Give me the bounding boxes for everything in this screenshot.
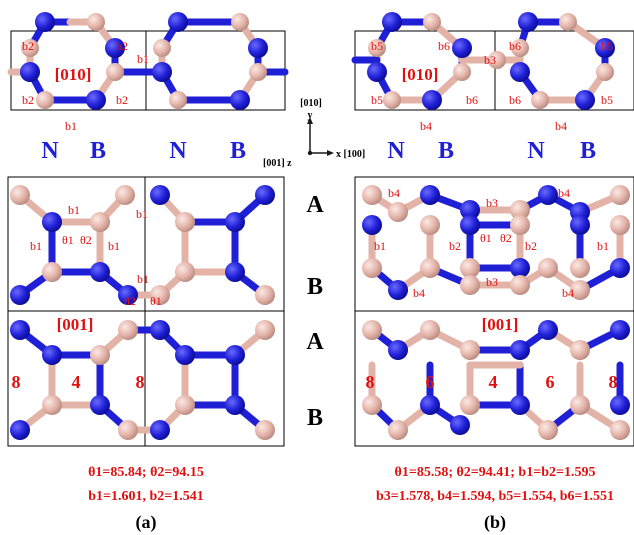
- bond-label: b5: [371, 93, 383, 107]
- bond-label: b4: [388, 186, 400, 200]
- stacking-label: A: [306, 192, 324, 218]
- bond-label: b1: [68, 203, 80, 217]
- bond-label: b2: [22, 39, 34, 53]
- bond-label: b2: [525, 239, 537, 253]
- axis-triad: [010] y x [100] [001] z: [263, 98, 365, 169]
- bond-label: b3: [486, 275, 498, 289]
- bond-label: b1: [30, 239, 42, 253]
- bond-label: b2: [22, 93, 34, 107]
- species-label-b: B: [230, 138, 246, 164]
- species-label-b: B: [438, 138, 454, 164]
- panel-a-bottom: [001] b1 b1 b1 b1 b1 θ1 θ2 θ2 θ1 8 4 8: [7, 176, 285, 447]
- bond-label: b1: [137, 52, 149, 66]
- species-label-n: N: [169, 138, 187, 164]
- ring-label: 6: [546, 372, 555, 392]
- bond-label: b2: [116, 93, 128, 107]
- panel-b-bottom: [001] b4 b3 b4 b1 b2 b2 b1 b4 b3 b4 θ1 θ…: [354, 176, 634, 447]
- species-label-n: N: [41, 138, 59, 164]
- bond-label: b6: [438, 39, 450, 53]
- cell-label-b-010: [010]: [402, 65, 439, 84]
- bond-label: b1: [65, 119, 77, 133]
- bond-label: b4: [555, 119, 567, 133]
- caption-b-line1: θ1=85.58; θ2=94.41; b1=b2=1.595: [395, 465, 596, 480]
- panel-label-b: (b): [484, 512, 506, 533]
- ring-label: 8: [136, 372, 145, 392]
- angle-label: θ1: [480, 231, 492, 245]
- angle-label: θ1: [62, 233, 74, 247]
- caption-b-line2: b3=1.578, b4=1.594, b5=1.554, b6=1.551: [376, 489, 614, 504]
- bond-label: b4: [558, 186, 570, 200]
- panel-a-top: [010] b2 b2 b1 b2 b2 b1 N B N B: [7, 12, 289, 164]
- angle-label: θ2: [500, 231, 512, 245]
- stacking-labels: A B A B: [306, 192, 324, 431]
- panel-label-a: (a): [136, 512, 157, 533]
- cell-label-b-001: [001]: [482, 315, 519, 334]
- species-label-b: B: [580, 138, 596, 164]
- bond-label: b5: [601, 39, 613, 53]
- bond-label: b1: [108, 239, 120, 253]
- axis-label-x: x [100]: [336, 149, 365, 160]
- ring-label: 8: [609, 372, 618, 392]
- stacking-label: B: [307, 405, 323, 431]
- bond-label: b2: [449, 239, 461, 253]
- axis-label-y: y: [308, 110, 313, 121]
- angle-label: θ2: [80, 233, 92, 247]
- ring-label: 4: [72, 372, 81, 392]
- bond-label: b6: [466, 93, 478, 107]
- bond-label: b5: [601, 93, 613, 107]
- bond-label: b4: [562, 286, 574, 300]
- ring-label: 4: [489, 372, 498, 392]
- angle-label: θ2: [124, 294, 136, 308]
- cell-label-a-010: [010]: [55, 65, 92, 84]
- bond-label: b3: [484, 53, 496, 67]
- bond-label: b3: [486, 196, 498, 210]
- bond-label: b5: [371, 39, 383, 53]
- ring-label: 6: [426, 372, 435, 392]
- bond-label: b6: [509, 39, 521, 53]
- bond-label: b1: [137, 272, 149, 286]
- stacking-label: A: [306, 329, 324, 355]
- bond-label: b6: [509, 93, 521, 107]
- species-label-n: N: [527, 138, 545, 164]
- stacking-label: B: [307, 274, 323, 300]
- bond-label: b2: [116, 39, 128, 53]
- cell-label-a-001: [001]: [57, 315, 94, 334]
- bond-label: b1: [374, 239, 386, 253]
- panel-b-top: [010] b5 b6 b6 b5 b3 b5 b6 b6 b5 b4 b4 N…: [351, 12, 634, 164]
- species-label-b: B: [90, 138, 106, 164]
- ring-label: 8: [366, 372, 375, 392]
- angle-label: θ1: [150, 294, 162, 308]
- bond-label: b1: [597, 239, 609, 253]
- caption-a-line1: θ1=85.84; θ2=94.15: [88, 465, 204, 480]
- axis-label-z: [001] z: [263, 158, 292, 169]
- ring-label: 8: [12, 372, 21, 392]
- bond-label: b4: [420, 119, 432, 133]
- bond-label: b1: [136, 207, 148, 221]
- caption-a-line2: b1=1.601, b2=1.541: [88, 489, 204, 504]
- species-label-n: N: [387, 138, 405, 164]
- bond-label: b4: [413, 286, 425, 300]
- axis-label-y-dir: [010]: [300, 98, 322, 109]
